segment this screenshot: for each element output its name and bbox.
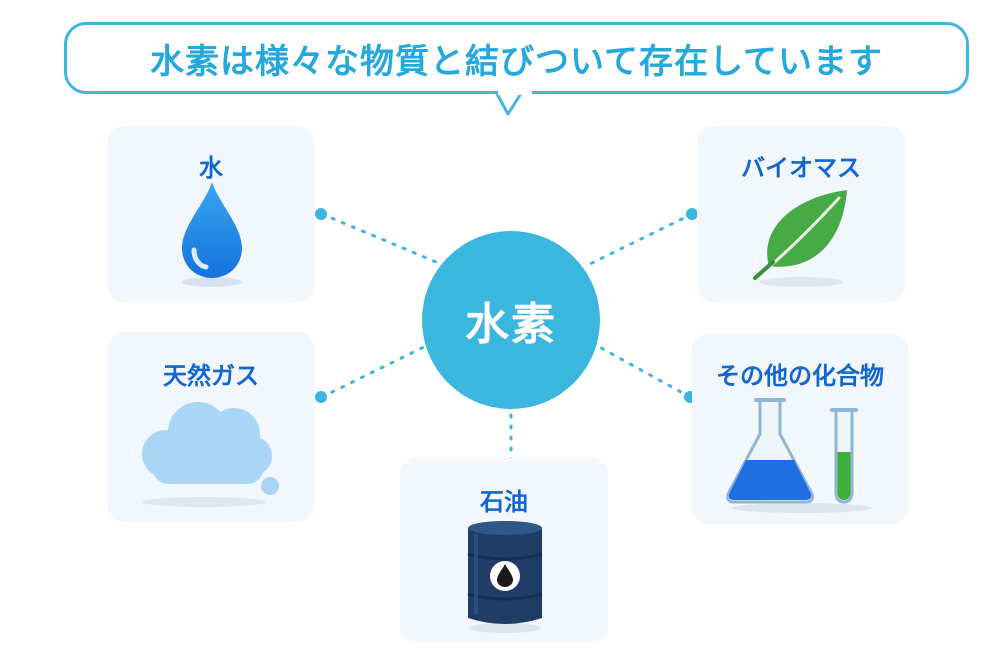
card-water: 水 <box>108 126 314 302</box>
bubble-tail <box>494 91 524 116</box>
hub-label: 水素 <box>465 299 557 350</box>
connector-dot-water <box>315 208 327 220</box>
card-label-water: 水 <box>199 154 223 182</box>
card-oil: 石油 <box>400 458 608 642</box>
connector-dot-biomass <box>686 208 698 220</box>
card-label-natural-gas: 天然ガス <box>163 362 259 390</box>
connector-natural-gas <box>320 343 430 399</box>
card-biomass: バイオマス <box>697 126 905 302</box>
connector-biomass <box>586 212 694 267</box>
hub-hydrogen: 水素 <box>422 231 600 409</box>
bubble-tail-cover <box>498 89 532 95</box>
leaf-icon <box>753 190 847 287</box>
card-label-oil: 石油 <box>480 488 528 516</box>
water-drop-icon <box>182 182 242 287</box>
cloud-icon <box>142 402 279 507</box>
card-other-compounds: その他の化合物 <box>692 334 908 524</box>
page-title: 水素は様々な物質と結びついて存在しています <box>150 41 883 82</box>
card-label-other-compounds: その他の化合物 <box>716 362 884 390</box>
flask-and-test-tube-icon <box>726 398 872 513</box>
connector-water <box>320 212 438 264</box>
connector-other <box>592 342 692 399</box>
connector-dot-natural-gas <box>315 391 327 403</box>
speech-bubble: 水素は様々な物質と結びついて存在しています <box>64 22 969 94</box>
oil-barrel-icon <box>467 521 543 633</box>
card-label-biomass: バイオマス <box>741 154 861 182</box>
card-natural-gas: 天然ガス <box>108 332 314 522</box>
